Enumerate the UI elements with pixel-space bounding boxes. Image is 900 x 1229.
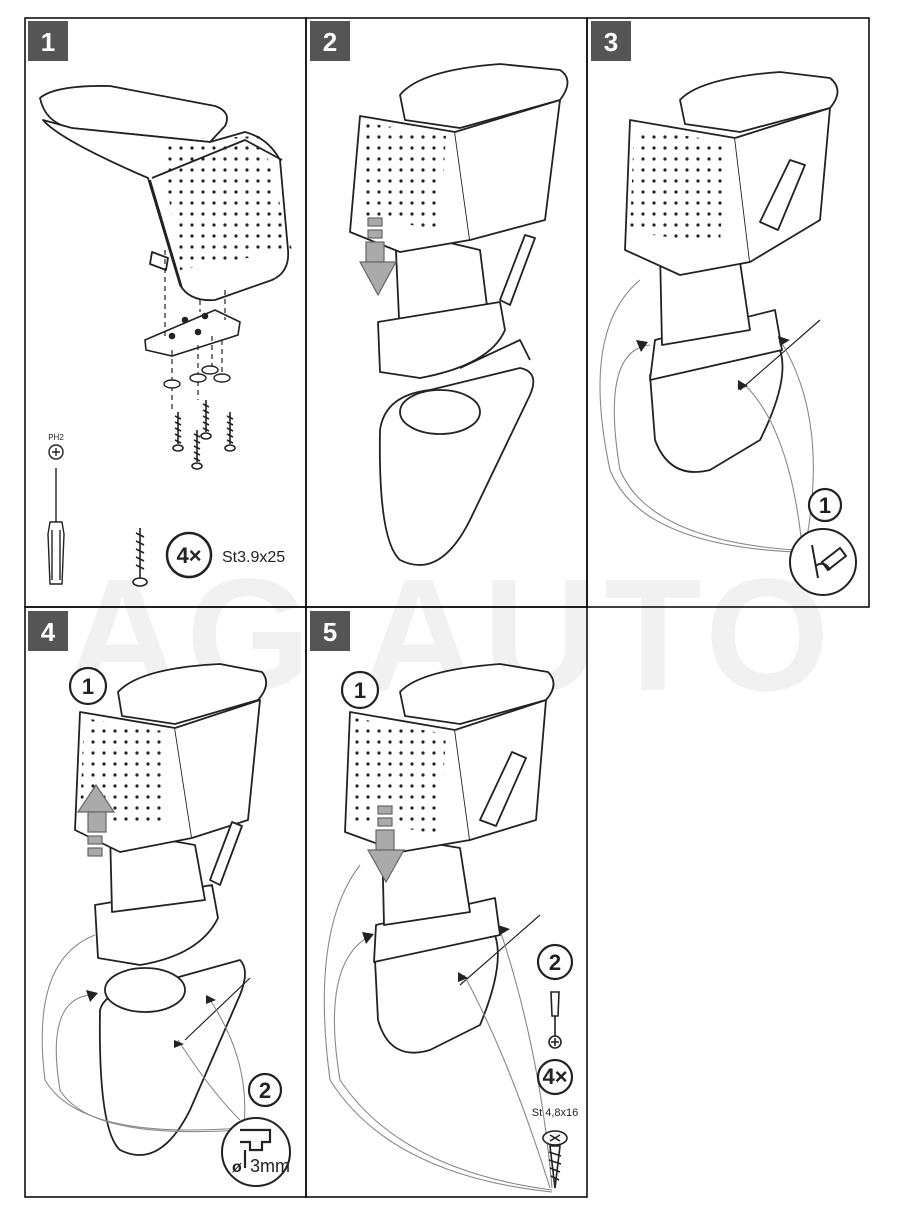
step-5-panel: 5 1 xyxy=(310,611,578,1193)
diameter-symbol: ø xyxy=(232,1159,242,1176)
screw-spec: St 4,8x16 xyxy=(532,1107,578,1119)
armrest-illustration xyxy=(344,663,555,1054)
screw-count: 4× xyxy=(176,543,201,568)
step-badge xyxy=(591,21,631,61)
marker-pen-icon xyxy=(811,544,848,579)
step-4-panel: 4 1 xyxy=(28,611,291,1187)
callout-number: 1 xyxy=(354,678,366,703)
step-3-panel: 3 1 xyxy=(591,21,857,596)
callout-circle xyxy=(247,1072,283,1108)
callout-number: 2 xyxy=(549,950,561,975)
screw-spec: St3.9x25 xyxy=(222,549,285,566)
count-circle xyxy=(165,531,213,579)
drill-size: 3mm xyxy=(250,1156,290,1176)
mounting-bracket xyxy=(144,309,241,357)
mark-arrows xyxy=(86,990,216,1048)
step-badge xyxy=(310,611,350,651)
arrow-up-icon xyxy=(76,783,116,857)
screw-icon xyxy=(132,528,148,587)
screw-icon xyxy=(172,400,236,470)
armrest-illustration xyxy=(624,71,839,473)
marking-guides xyxy=(599,279,814,553)
callout-circle xyxy=(807,487,843,523)
step-number: 4 xyxy=(41,617,56,647)
phillips-screwdriver-icon xyxy=(548,991,562,1049)
callout-number: 2 xyxy=(259,1078,271,1103)
callout-circle xyxy=(340,670,380,710)
armrest-illustration xyxy=(349,63,569,566)
mark-arrows xyxy=(362,925,510,982)
phillips-screwdriver-icon xyxy=(47,444,65,585)
drill-icon xyxy=(221,1117,291,1187)
panel-grid xyxy=(24,17,870,1198)
callout-number: 1 xyxy=(819,493,831,518)
step-badge xyxy=(28,21,68,61)
drill-icon xyxy=(240,1128,272,1168)
step-number: 5 xyxy=(323,617,337,647)
step-2-panel: 2 xyxy=(310,21,569,566)
armrest-illustration xyxy=(39,85,292,302)
step-1-panel: 1 xyxy=(28,21,292,587)
count-circle xyxy=(536,1058,574,1096)
step-badge xyxy=(310,21,350,61)
arrow-down-icon xyxy=(358,217,398,297)
callout-circle xyxy=(536,943,574,981)
callout-circle xyxy=(68,666,108,706)
mark-arrows xyxy=(636,336,790,390)
fixing-guides xyxy=(323,864,553,1193)
step-number: 1 xyxy=(41,27,55,57)
drilling-guides xyxy=(41,934,246,1133)
step-badge xyxy=(28,611,68,651)
step-number: 3 xyxy=(604,27,618,57)
armrest-illustration xyxy=(74,663,268,1156)
arrow-down-icon xyxy=(366,805,406,884)
callout-number: 1 xyxy=(82,674,94,699)
screw-icon xyxy=(542,1130,568,1189)
step-number: 2 xyxy=(323,27,337,57)
bit-size-label: PH2 xyxy=(48,433,64,442)
screw-count: 4× xyxy=(542,1064,567,1089)
washer-icon xyxy=(163,365,231,389)
